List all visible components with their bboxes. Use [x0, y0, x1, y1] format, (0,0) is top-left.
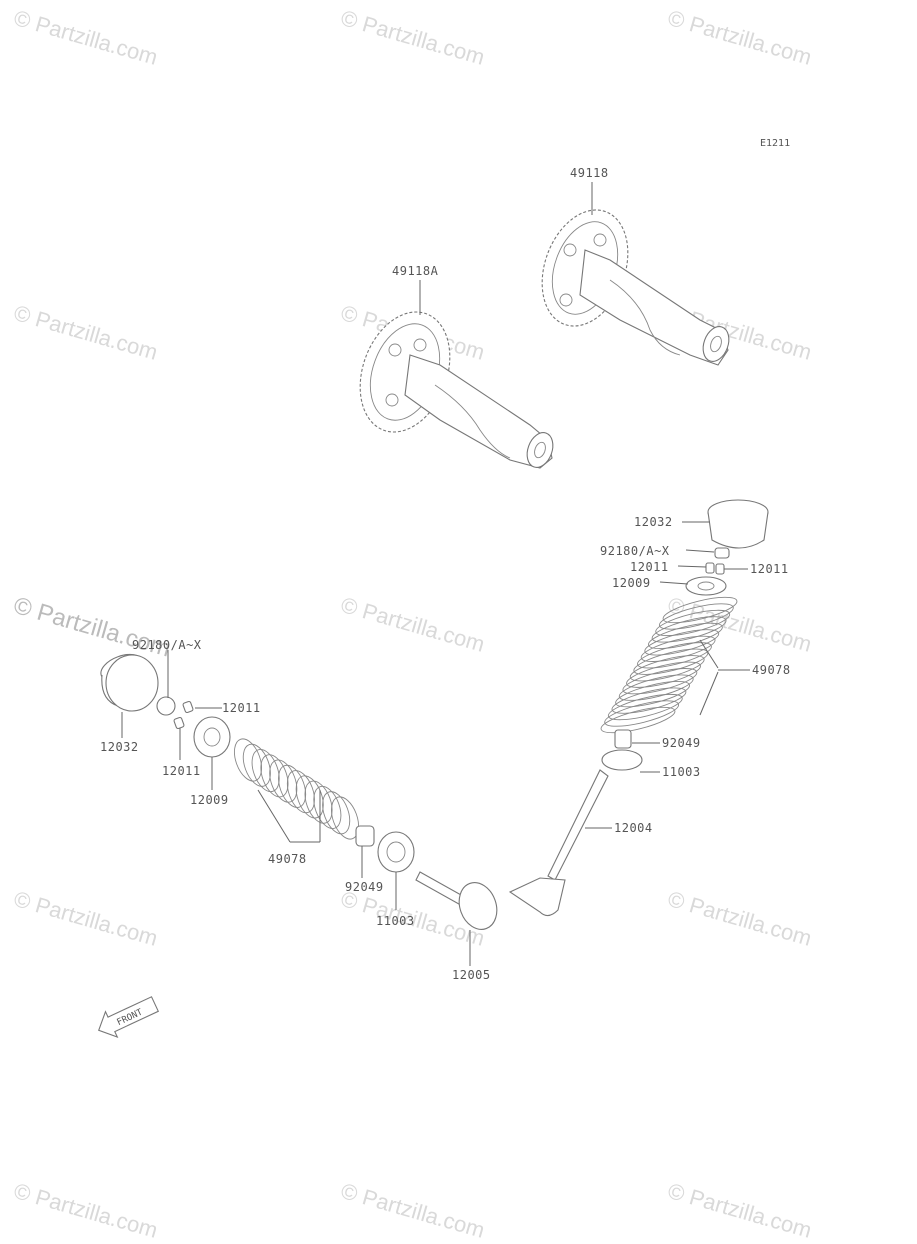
spring-coil: [655, 609, 731, 637]
spring-coil: [651, 616, 727, 643]
spring-coil: [251, 749, 280, 793]
valve-spring-right: [600, 596, 738, 734]
spring-coil: [644, 629, 720, 656]
part-label-92049[interactable]: 92049: [662, 736, 701, 750]
spring-coil: [304, 780, 333, 824]
part-label-49078[interactable]: 49078: [752, 663, 791, 677]
spring-coil: [607, 693, 683, 721]
spring-coil: [233, 738, 263, 782]
spring-coil: [658, 603, 734, 630]
part-label-12011[interactable]: 12011: [630, 560, 669, 574]
spring-coil: [626, 661, 701, 688]
spring-coil: [269, 759, 298, 803]
spring-coil: [662, 596, 738, 624]
spring-coil: [637, 642, 712, 669]
part-label-49078[interactable]: 49078: [268, 852, 307, 866]
parts-diagram: © Partzilla.com © Partzilla.com © Partzi…: [11, 5, 815, 1243]
part-label-12011[interactable]: 12011: [750, 562, 789, 576]
part-label-11003[interactable]: 11003: [376, 914, 415, 928]
part-label-12004[interactable]: 12004: [614, 821, 653, 835]
part-label-12009[interactable]: 12009: [612, 576, 651, 590]
spring-coil: [611, 687, 687, 714]
spring-coil: [242, 743, 271, 787]
spring-coil: [295, 775, 324, 819]
part-label-12011[interactable]: 12011: [222, 701, 261, 715]
diagram-code: E1211: [760, 138, 791, 149]
valve-spring-left: [233, 738, 360, 840]
part-label-12032[interactable]: 12032: [100, 740, 139, 754]
part-label-49118[interactable]: 49118: [570, 166, 609, 180]
spring-coil: [629, 655, 705, 682]
part-label-11003[interactable]: 11003: [662, 765, 701, 779]
spring-coil: [615, 680, 690, 708]
spring-coil: [600, 706, 676, 734]
part-label-92180[interactable]: 92180/A~X: [600, 544, 670, 558]
spring-coil: [330, 796, 360, 840]
part-label-49118A[interactable]: 49118A: [392, 264, 439, 278]
spring-coil: [322, 791, 351, 835]
part-label-12009[interactable]: 12009: [190, 793, 229, 807]
spring-coil: [640, 635, 716, 662]
camshaft-intake: [359, 311, 554, 469]
spring-coil: [313, 785, 342, 829]
part-label-12032[interactable]: 12032: [634, 515, 673, 529]
left-valve-assembly: [100, 653, 498, 930]
spring-coil: [633, 648, 709, 675]
part-label-92049[interactable]: 92049: [345, 880, 384, 894]
part-label-12005[interactable]: 12005: [452, 968, 491, 982]
spring-coil: [604, 700, 680, 727]
right-valve-assembly: [508, 499, 769, 917]
part-label-92180[interactable]: 92180/A~X: [132, 638, 202, 652]
spring-coil: [648, 622, 723, 650]
spring-coil: [622, 668, 698, 695]
spring-coil: [260, 754, 289, 798]
spring-coil: [278, 764, 307, 808]
spring-coil: [618, 674, 694, 701]
part-label-12011[interactable]: 12011: [162, 764, 201, 778]
front-arrow-icon: FRONT: [98, 996, 160, 1038]
camshaft-exhaust: [541, 209, 730, 366]
spring-coil: [286, 770, 315, 814]
parts-drawing: FRONT: [98, 182, 769, 1038]
